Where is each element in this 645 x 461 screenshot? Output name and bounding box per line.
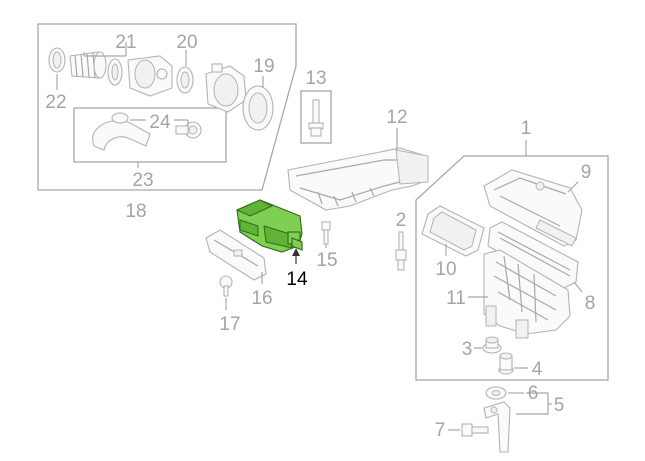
part-20[interactable] bbox=[176, 66, 194, 94]
part-4[interactable] bbox=[498, 352, 514, 375]
part-19[interactable] bbox=[242, 85, 274, 131]
callout-5: 5 bbox=[554, 395, 565, 416]
part-2[interactable] bbox=[395, 231, 407, 271]
part-15[interactable] bbox=[321, 221, 331, 245]
part-3[interactable] bbox=[482, 336, 502, 354]
part-maf-sensor[interactable] bbox=[205, 63, 247, 113]
callout-21: 21 bbox=[115, 32, 136, 53]
callout-8: 8 bbox=[585, 293, 596, 314]
callout-16: 16 bbox=[251, 288, 272, 309]
callout-15: 15 bbox=[316, 250, 337, 271]
part-7[interactable] bbox=[461, 423, 489, 437]
part-9[interactable] bbox=[483, 169, 583, 247]
callout-17: 17 bbox=[219, 314, 240, 335]
group-box-18 bbox=[37, 23, 297, 191]
callout-9: 9 bbox=[581, 162, 592, 183]
part-5[interactable] bbox=[483, 401, 511, 453]
callout-12: 12 bbox=[386, 107, 407, 128]
part-21-housing[interactable] bbox=[127, 55, 173, 97]
callout-18: 18 bbox=[125, 201, 146, 222]
part-22[interactable] bbox=[48, 47, 66, 73]
callout-6: 6 bbox=[528, 383, 539, 404]
callout-13: 13 bbox=[305, 68, 326, 89]
part-21[interactable] bbox=[69, 51, 107, 79]
callout-20: 20 bbox=[176, 32, 197, 53]
part-11[interactable] bbox=[483, 249, 571, 339]
callout-19: 19 bbox=[253, 56, 274, 77]
arrow-14 bbox=[292, 248, 300, 256]
callout-11: 11 bbox=[446, 288, 466, 309]
part-10[interactable] bbox=[421, 205, 485, 257]
part-6[interactable] bbox=[485, 386, 507, 400]
callout-4: 4 bbox=[532, 359, 543, 380]
group-box-13 bbox=[300, 90, 332, 144]
callout-14: 14 bbox=[286, 269, 308, 290]
group-box-1 bbox=[415, 155, 609, 381]
part-12[interactable] bbox=[287, 147, 429, 211]
callout-22: 22 bbox=[45, 92, 66, 113]
part-14-highlighted[interactable] bbox=[235, 199, 303, 253]
part-13[interactable] bbox=[308, 99, 324, 137]
part-24[interactable] bbox=[111, 112, 202, 139]
part-16[interactable] bbox=[205, 229, 267, 281]
group-box-23 bbox=[73, 107, 227, 163]
callout-1: 1 bbox=[521, 118, 532, 139]
part-8[interactable] bbox=[487, 221, 579, 289]
callout-7: 7 bbox=[435, 420, 446, 441]
part-17[interactable] bbox=[219, 275, 233, 297]
part-23-hose[interactable] bbox=[92, 120, 151, 151]
callout-3: 3 bbox=[462, 339, 473, 360]
callout-23: 23 bbox=[132, 170, 153, 191]
callout-labels: 21 20 19 22 24 23 18 13 12 1 9 2 14 15 1… bbox=[45, 32, 595, 441]
part-21-clamp[interactable] bbox=[107, 58, 123, 86]
callout-2: 2 bbox=[396, 210, 407, 231]
callout-24: 24 bbox=[149, 112, 171, 133]
callout-10: 10 bbox=[435, 259, 456, 280]
